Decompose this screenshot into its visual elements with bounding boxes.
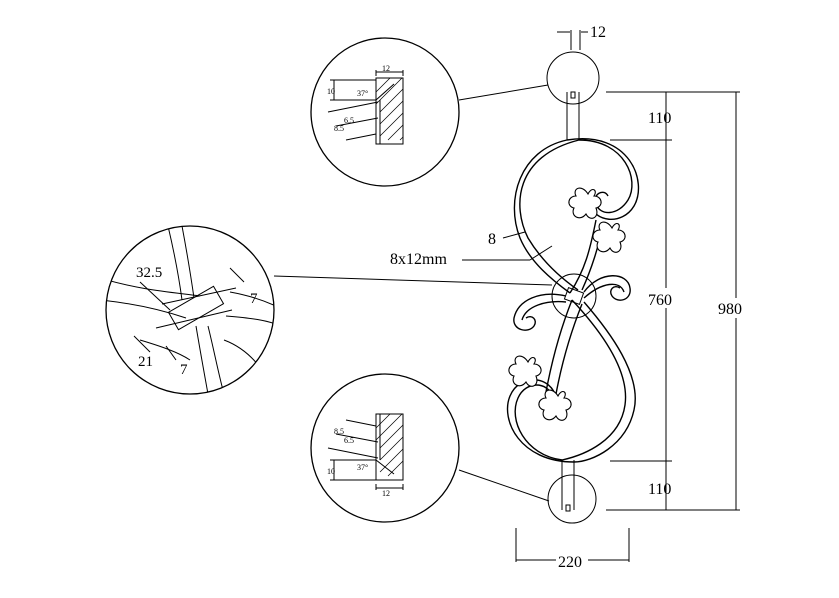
bottom-detail-circle: 12 10 37° 8.5 6.5 xyxy=(310,373,460,523)
bottom-detail-width: 12 xyxy=(382,489,390,498)
bottom-detail-d2: 6.5 xyxy=(344,436,354,445)
top-detail-angle: 37° xyxy=(357,89,368,98)
top-detail-d2: 8.5 xyxy=(334,124,344,133)
bottom-joint-marker xyxy=(547,474,597,524)
top-detail-leader xyxy=(458,84,549,101)
dim-top-segment: 110 xyxy=(648,110,671,127)
dimension-top-width: 12 xyxy=(557,24,606,50)
middle-detail-d2: 7 xyxy=(250,291,258,307)
baluster-outline xyxy=(506,91,640,512)
dimension-vertical: 110 760 110 980 xyxy=(606,91,752,511)
top-detail-width: 12 xyxy=(382,64,390,73)
top-detail-height: 10 xyxy=(327,87,335,96)
top-joint-marker xyxy=(546,51,600,105)
middle-detail-leader xyxy=(273,275,553,286)
dim-bar-thickness: 8 xyxy=(488,231,496,248)
bottom-detail-leader xyxy=(458,469,550,502)
leaf-ornaments xyxy=(508,187,626,421)
top-detail-d1: 6.5 xyxy=(344,116,354,125)
dimension-bar-section: 8 8x12mm xyxy=(390,231,553,268)
dim-middle-segment: 760 xyxy=(648,292,672,309)
middle-detail-d4: 7 xyxy=(180,362,188,378)
dimension-bottom-width: 220 xyxy=(515,528,630,571)
bottom-detail-d1: 8.5 xyxy=(334,427,344,436)
dim-bottom-width: 220 xyxy=(558,554,582,571)
bottom-detail-height: 10 xyxy=(327,467,335,476)
middle-detail-d1: 32.5 xyxy=(136,265,162,281)
bottom-detail-angle: 37° xyxy=(357,463,368,472)
dim-total-height: 980 xyxy=(718,301,742,318)
top-detail-circle: 12 10 37° 6.5 8.5 xyxy=(310,37,460,187)
dim-bar-section: 8x12mm xyxy=(390,251,447,268)
dim-top-width: 12 xyxy=(590,24,606,41)
middle-detail-d3: 21 xyxy=(138,354,153,370)
center-joint-marker xyxy=(551,273,597,319)
dim-bottom-segment: 110 xyxy=(648,481,671,498)
middle-detail-circle: 32.5 7 21 7 xyxy=(105,225,275,395)
